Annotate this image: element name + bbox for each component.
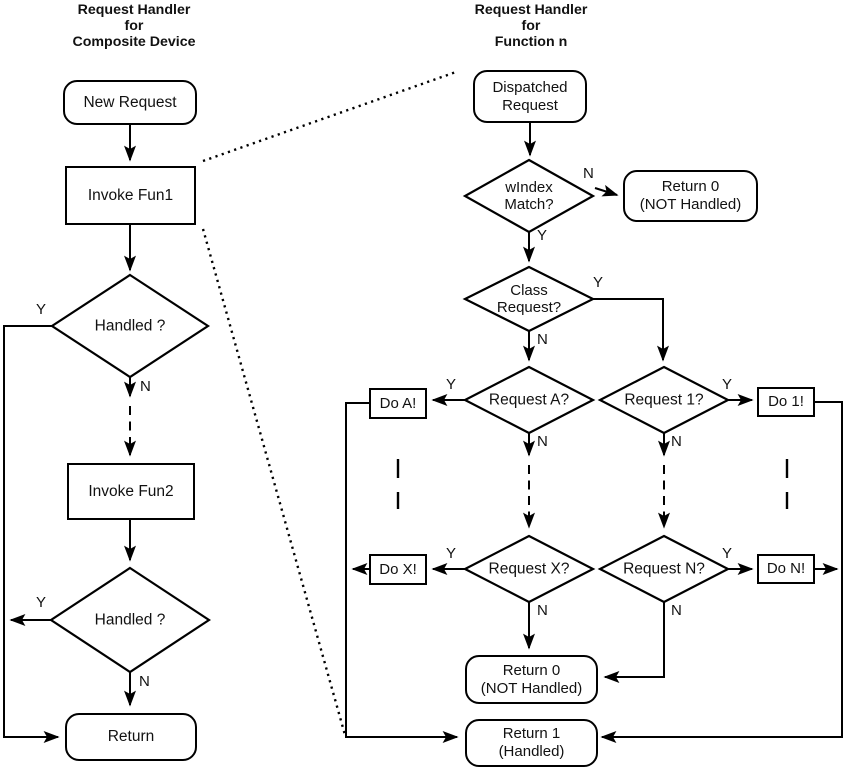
node-return0-top-line1: Return 0	[661, 178, 720, 195]
diamond-request-1	[597, 365, 731, 435]
label-request-a-no: N	[537, 433, 548, 450]
node-return1-line1: Return 1	[502, 725, 561, 742]
label-handled1-no: N	[140, 378, 151, 395]
node-return1-line2: (Handled)	[498, 743, 565, 760]
node-dispatched-request-line1: Dispatched	[492, 78, 568, 96]
left-chart-title: Request Handler for Composite Device	[14, 2, 254, 50]
left-title-line3: Composite Device	[72, 34, 196, 50]
right-chart-title: Request Handler for Function n	[411, 2, 651, 50]
zoom-leader-top	[202, 70, 457, 163]
edge-handled-yes-to-return	[3, 325, 60, 743]
node-do-a-label: Do A!	[379, 394, 417, 412]
node-return-label: Return	[107, 728, 155, 745]
node-invoke-fun2: Invoke Fun2	[67, 463, 195, 520]
node-return0-bottom-line1: Return 0	[502, 661, 561, 679]
node-do-x-label: Do X!	[379, 560, 417, 578]
label-request-n-no: N	[671, 602, 682, 619]
diamond-request-x	[462, 534, 596, 604]
node-do-1: Do 1!	[757, 387, 815, 417]
node-new-request: New Request	[63, 80, 197, 125]
diamond-windex-match	[462, 158, 596, 234]
edge-doa-to-return1	[345, 402, 459, 743]
node-do-1-label: Do 1!	[768, 393, 804, 410]
label-windex-no: N	[583, 165, 594, 182]
diamond-handled-2	[48, 566, 212, 674]
label-class-no: N	[537, 331, 548, 348]
right-title-line2: for	[521, 18, 541, 34]
node-do-a: Do A!	[369, 388, 427, 419]
edge-windex-no-to-return0	[594, 184, 619, 197]
node-dispatched-request-line2: Request	[502, 96, 558, 114]
right-title-line3: Function n	[494, 34, 568, 50]
label-request-x-yes: Y	[446, 545, 457, 562]
edge-requestn-no-to-return0	[603, 602, 665, 683]
diamond-request-n	[597, 534, 731, 604]
right-title-line1: Request Handler	[474, 2, 588, 18]
diamond-class-request	[462, 265, 596, 333]
node-return1: Return 1 (Handled)	[465, 719, 598, 767]
left-title-line1: Request Handler	[77, 2, 191, 18]
node-return0-top-line2: (NOT Handled)	[639, 196, 742, 213]
label-windex-yes: Y	[537, 227, 548, 244]
label-request-a-yes: Y	[446, 376, 457, 393]
node-return0-bottom-line2: (NOT Handled)	[480, 679, 583, 697]
edge-do1-to-return1	[600, 401, 843, 743]
diamond-request-a	[462, 365, 596, 435]
left-title-line2: for	[124, 18, 144, 34]
label-class-yes: Y	[593, 274, 604, 291]
node-return0-top: Return 0 (NOT Handled)	[623, 170, 758, 222]
label-request-1-no: N	[671, 433, 682, 450]
node-new-request-label: New Request	[83, 93, 177, 111]
label-request-x-no: N	[537, 602, 548, 619]
node-invoke-fun2-label: Invoke Fun2	[88, 482, 174, 500]
label-request-1-yes: Y	[722, 376, 733, 393]
node-do-n-label: Do N!	[766, 560, 806, 577]
label-handled2-no: N	[139, 673, 150, 690]
node-invoke-fun1: Invoke Fun1	[65, 166, 196, 225]
label-request-n-yes: Y	[722, 545, 733, 562]
zoom-leader-bottom	[201, 228, 347, 736]
node-return: Return	[65, 713, 197, 761]
node-return0-bottom: Return 0 (NOT Handled)	[465, 655, 598, 704]
label-handled1-yes: Y	[36, 301, 47, 318]
diamond-handled-1	[49, 273, 211, 379]
node-do-x: Do X!	[369, 554, 427, 585]
edge-class-yes-to-request1	[593, 298, 669, 362]
label-handled2-yes: Y	[36, 594, 47, 611]
node-invoke-fun1-label: Invoke Fun1	[87, 186, 174, 204]
node-dispatched-request: Dispatched Request	[473, 70, 587, 123]
node-do-n: Do N!	[757, 554, 815, 584]
